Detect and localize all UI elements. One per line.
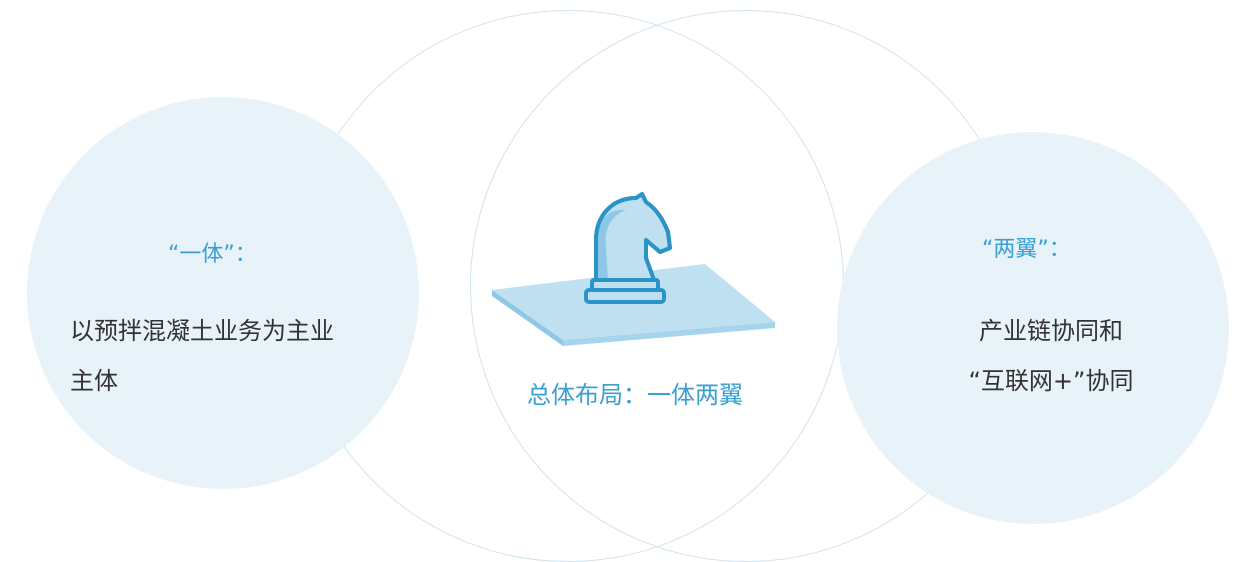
left-body-line-2: 主体 xyxy=(70,367,118,395)
center-title: 总体布局：一体两翼 xyxy=(527,381,743,409)
right-body-line-2: “互联网+”协同 xyxy=(968,367,1134,395)
chess-knight-icon xyxy=(492,192,775,346)
right-body-line-1: 产业链协同和 xyxy=(979,317,1123,345)
left-body-line-1: 以预拌混凝土业务为主业 xyxy=(70,317,334,345)
left-bubble xyxy=(27,97,419,489)
left-heading: “一体”： xyxy=(168,242,257,267)
right-body: 产业链协同和 “互联网+”协同 xyxy=(935,306,1167,406)
knight-shape xyxy=(584,192,672,304)
left-body: 以预拌混凝土业务为主业 主体 xyxy=(70,306,334,406)
right-heading: “两翼”： xyxy=(982,237,1071,262)
right-bubble xyxy=(837,132,1229,524)
